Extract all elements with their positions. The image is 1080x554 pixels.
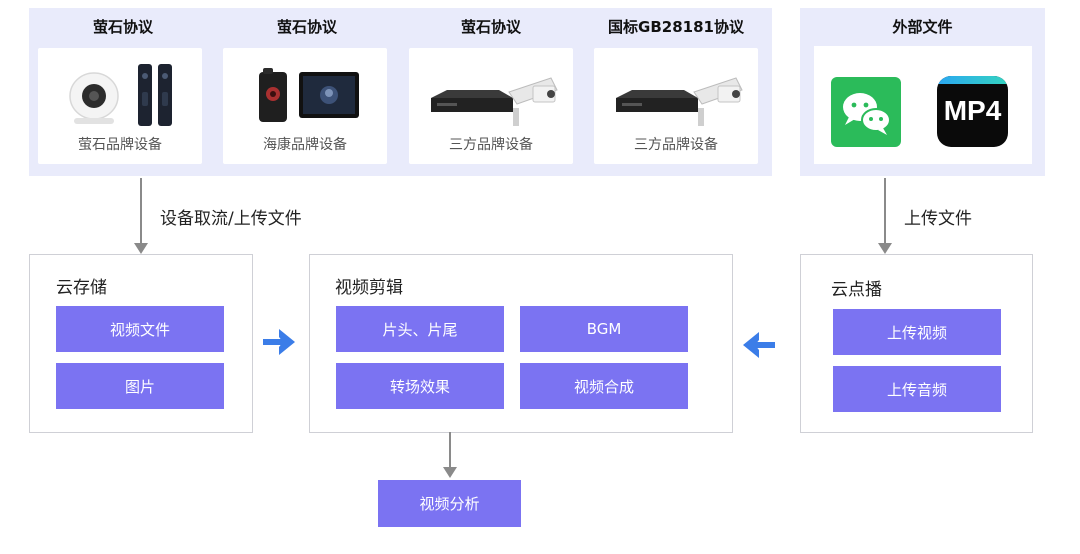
flow-line-analysis xyxy=(449,432,451,468)
arrow-left-icon xyxy=(743,332,775,358)
device-card-third-party: 三方品牌设备 xyxy=(409,48,573,164)
video-editing-item: 片头、片尾 xyxy=(336,306,504,352)
cloud-vod-title: 云点播 xyxy=(831,280,882,300)
cloud-vod-item: 上传音频 xyxy=(833,366,1001,412)
video-editing-title: 视频剪辑 xyxy=(335,278,403,298)
arrow-right-icon xyxy=(263,329,295,355)
nvr-and-bullet-camera-icon xyxy=(616,77,743,126)
camera-and-doorbell-icon xyxy=(69,64,172,126)
flow-label-right: 上传文件 xyxy=(904,209,972,229)
device-label: 三方品牌设备 xyxy=(449,137,533,153)
device-label: 三方品牌设备 xyxy=(634,137,718,153)
nvr-and-bullet-camera-icon xyxy=(431,77,558,126)
cloud-storage-item: 图片 xyxy=(56,363,224,409)
cloud-vod-item: 上传视频 xyxy=(833,309,1001,355)
mp4-icon: MP4 xyxy=(937,76,1008,147)
external-files-title: 外部文件 xyxy=(892,18,953,36)
video-analysis-box: 视频分析 xyxy=(378,480,521,527)
wechat-icon xyxy=(831,77,901,147)
device-label: 海康品牌设备 xyxy=(263,137,347,153)
flow-line-left xyxy=(140,178,142,244)
device-card-gb28181: 三方品牌设备 xyxy=(594,48,758,164)
video-editing-item: BGM xyxy=(520,306,688,352)
cloud-storage-item: 视频文件 xyxy=(56,306,224,352)
flow-label-left: 设备取流/上传文件 xyxy=(160,209,302,229)
video-editing-item: 视频合成 xyxy=(520,363,688,409)
device-card-ezviz: 萤石品牌设备 xyxy=(38,48,202,164)
cloud-storage-title: 云存储 xyxy=(56,278,107,298)
device-card-hikvision: 海康品牌设备 xyxy=(223,48,387,164)
flow-line-right xyxy=(884,178,886,244)
device-label: 萤石品牌设备 xyxy=(78,137,162,153)
arrowhead-down-icon xyxy=(443,467,457,478)
arrowhead-down-icon xyxy=(878,243,892,254)
bodycam-and-screen-icon xyxy=(259,68,359,122)
arrowhead-down-icon xyxy=(134,243,148,254)
protocol-title: 国标GB28181协议 xyxy=(608,18,744,36)
protocol-title: 萤石协议 xyxy=(92,18,153,36)
protocol-title: 萤石协议 xyxy=(460,18,521,36)
video-editing-item: 转场效果 xyxy=(336,363,504,409)
mp4-icon-text: MP4 xyxy=(943,95,1002,126)
protocol-title: 萤石协议 xyxy=(276,18,337,36)
